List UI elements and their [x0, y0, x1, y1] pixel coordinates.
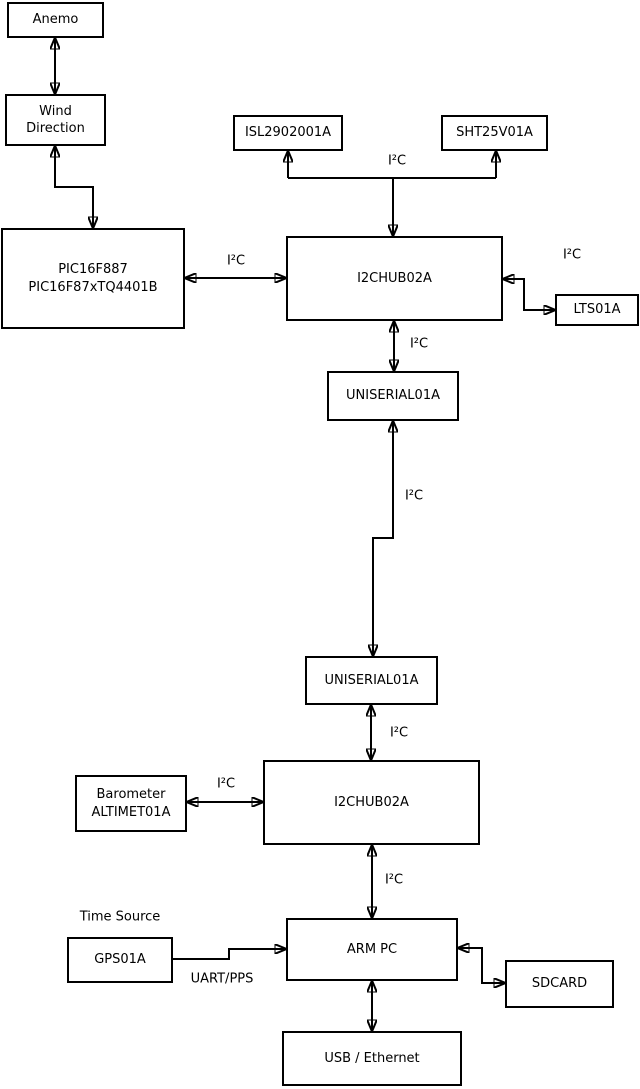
edge-label-i2c-uniserial2-hub2: I²C — [389, 725, 409, 741]
edge-label-uart-pps: UART/PPS — [190, 971, 254, 987]
box-usb-ethernet: USB / Ethernet — [282, 1031, 462, 1086]
box-i2chub02a-1: I2CHUB02A — [286, 236, 503, 321]
box-wind-direction: Wind Direction — [5, 94, 106, 146]
box-i2chub02a-2: I2CHUB02A — [263, 760, 480, 845]
edge-label-i2c-hub1-lts: I²C — [562, 247, 582, 263]
connector-uniserial1-uniserial2 — [373, 421, 393, 656]
box-arm-pc: ARM PC — [286, 918, 458, 981]
edge-label-time-source: Time Source — [79, 909, 161, 925]
edge-label-i2c-hub1-uniserial1: I²C — [409, 336, 429, 352]
box-anemo: Anemo — [7, 2, 104, 38]
edge-label-i2c-pic-hub1: I²C — [226, 253, 246, 269]
box-pic16f887: PIC16F887 PIC16F87xTQ4401B — [1, 228, 185, 329]
connector-armpc-sdcard — [458, 948, 505, 983]
box-sdcard: SDCARD — [505, 960, 614, 1008]
connector-hub1-lts — [503, 279, 555, 310]
box-isl2902001a: ISL2902001A — [233, 115, 343, 151]
box-gps01a: GPS01A — [67, 937, 173, 983]
box-sht25v01a: SHT25V01A — [441, 115, 548, 151]
connector-wind-pic — [55, 146, 93, 228]
box-lts01a: LTS01A — [555, 294, 639, 326]
box-barometer-altimet01a: Barometer ALTIMET01A — [75, 775, 187, 832]
box-uniserial01a-2: UNISERIAL01A — [305, 656, 438, 705]
connector-gps-armpc — [173, 949, 286, 960]
edge-label-i2c-top-bus: I²C — [387, 153, 407, 169]
edge-label-i2c-barometer-hub2: I²C — [216, 776, 236, 792]
edge-label-i2c-hub2-armpc: I²C — [384, 872, 404, 888]
box-uniserial01a-1: UNISERIAL01A — [327, 371, 459, 421]
edge-label-i2c-uniserial-link: I²C — [404, 488, 424, 504]
